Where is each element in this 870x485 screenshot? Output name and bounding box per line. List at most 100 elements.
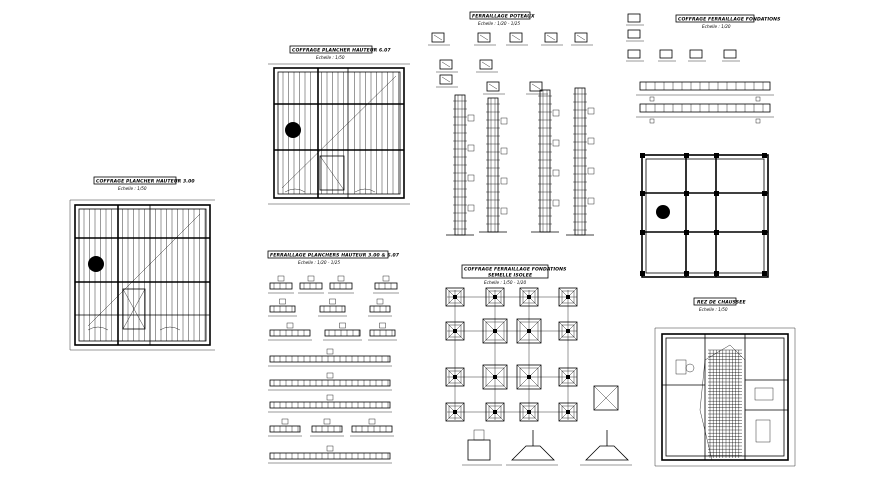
column-elevation: [487, 97, 499, 233]
foundation-formwork-details: COFFRAGE FERRAILLAGE FONDATIONS Echelle …: [626, 13, 781, 124]
column-mark: [453, 410, 457, 414]
column-mark: [566, 410, 570, 414]
section-tag: [337, 275, 345, 282]
section-hatch: [576, 34, 586, 41]
plancher-title: FERRAILLAGE PLANCHERS HAUTEUR 3.00 & 6.0…: [270, 253, 400, 259]
footing-inner: [485, 367, 505, 387]
title-box: [93, 176, 177, 185]
section-tag: [326, 394, 334, 401]
column-mark: [640, 153, 645, 158]
section-hatch: [511, 34, 521, 41]
grid-outline: [641, 154, 769, 278]
slab-inner-outline: [78, 208, 207, 342]
floor-plan-left: COFFRAGE PLANCHER HAUTEUR 3.00 Echelle :…: [69, 176, 215, 351]
section-box: [479, 59, 493, 70]
section-tag: [587, 167, 595, 175]
section-tag: [500, 117, 508, 125]
footing-grid: [445, 287, 578, 422]
support-mark: [649, 118, 655, 124]
opening-hatch: [285, 122, 301, 138]
section-tag: [552, 139, 560, 147]
support-mark: [755, 118, 761, 124]
section-tag: [326, 348, 334, 355]
detail-box: [723, 49, 737, 59]
column-mark: [453, 329, 457, 333]
section-tag: [467, 114, 475, 122]
section-tag: [587, 107, 595, 115]
opening-hatch: [656, 205, 670, 219]
footing-section: [467, 439, 491, 461]
rebar-strip: [269, 452, 391, 460]
column-mark: [762, 153, 767, 158]
section-tag: [552, 199, 560, 207]
section-tag: [376, 298, 384, 305]
door-swing: [284, 188, 376, 193]
footing-section: [511, 445, 555, 461]
column-mark: [640, 191, 645, 196]
poteaux-scale: Echelle : 1/20 - 1/25: [478, 21, 520, 26]
section-tag: [500, 207, 508, 215]
column-mark: [762, 271, 767, 276]
footing-inner: [561, 405, 575, 419]
stair-diagonal: [319, 155, 345, 191]
furniture: [755, 419, 771, 443]
footing-inner: [448, 324, 462, 338]
column-mark: [684, 230, 689, 235]
column-mark: [714, 271, 719, 276]
column-mark: [762, 230, 767, 235]
section-box: [477, 32, 491, 43]
footing-inner: [522, 290, 536, 304]
section-tag: [277, 275, 285, 282]
column-stub: [473, 429, 485, 441]
column-mark: [453, 295, 457, 299]
column-mark: [566, 375, 570, 379]
diagonal-line: [281, 75, 397, 189]
footing-plan-subtitle: SEMELLE ISOLEE: [488, 273, 533, 279]
rebar-strip: [374, 282, 398, 290]
column-mark: [566, 329, 570, 333]
column-mark: [453, 375, 457, 379]
section-box: [509, 32, 523, 43]
section-tag: [279, 298, 286, 305]
section-tag: [307, 275, 315, 282]
detail-box: [627, 13, 641, 23]
section-box: [439, 59, 453, 70]
column-mark: [493, 410, 497, 414]
section-hatch: [441, 61, 451, 68]
column-mark: [493, 295, 497, 299]
section-tag: [587, 197, 595, 205]
section-hatch: [433, 34, 443, 41]
footing-pad: [482, 318, 508, 344]
slab-reinforcement-details: FERRAILLAGE PLANCHERS HAUTEUR 3.00 & 6.0…: [267, 250, 400, 464]
section-tag: [552, 169, 560, 177]
column-mark: [640, 230, 645, 235]
column-reinforcement-details: FERRAILLAGE POTEAUX Echelle : 1/20 - 1/2…: [428, 11, 595, 236]
footing-pad: [519, 402, 539, 422]
footing-inner: [561, 324, 575, 338]
stair-diagonal: [122, 288, 146, 330]
column-mark: [714, 230, 719, 235]
section-hatch: [481, 61, 491, 68]
section-box: [574, 32, 588, 43]
footing-inner: [448, 370, 462, 384]
section-tag: [500, 177, 508, 185]
footing-inner: [519, 367, 539, 387]
poteaux-title: FERRAILLAGE POTEAUX: [472, 14, 535, 20]
column-mark: [714, 191, 719, 196]
footing-pad: [485, 287, 505, 307]
floor-plan-left-title: COFFRAGE PLANCHER HAUTEUR 3.00: [96, 179, 195, 185]
plan-inner-outline: [665, 337, 785, 457]
floor-plan-top: COFFRAGE PLANCHER HAUTEUR 6.07 Echelle :…: [268, 45, 410, 205]
rebar-strip: [269, 355, 391, 363]
footing-pad: [445, 321, 465, 341]
rebar-detail-strips: [268, 275, 399, 464]
section-tag: [587, 137, 595, 145]
rebar-strip: [269, 329, 311, 337]
hatch-region: [699, 344, 746, 461]
footing-pad: [558, 321, 578, 341]
plancher-scale: Echelle : 1/20 - 1/25: [298, 260, 340, 265]
footing-pad: [516, 364, 542, 390]
rebar-strip: [319, 305, 346, 313]
section-tag: [467, 204, 475, 212]
